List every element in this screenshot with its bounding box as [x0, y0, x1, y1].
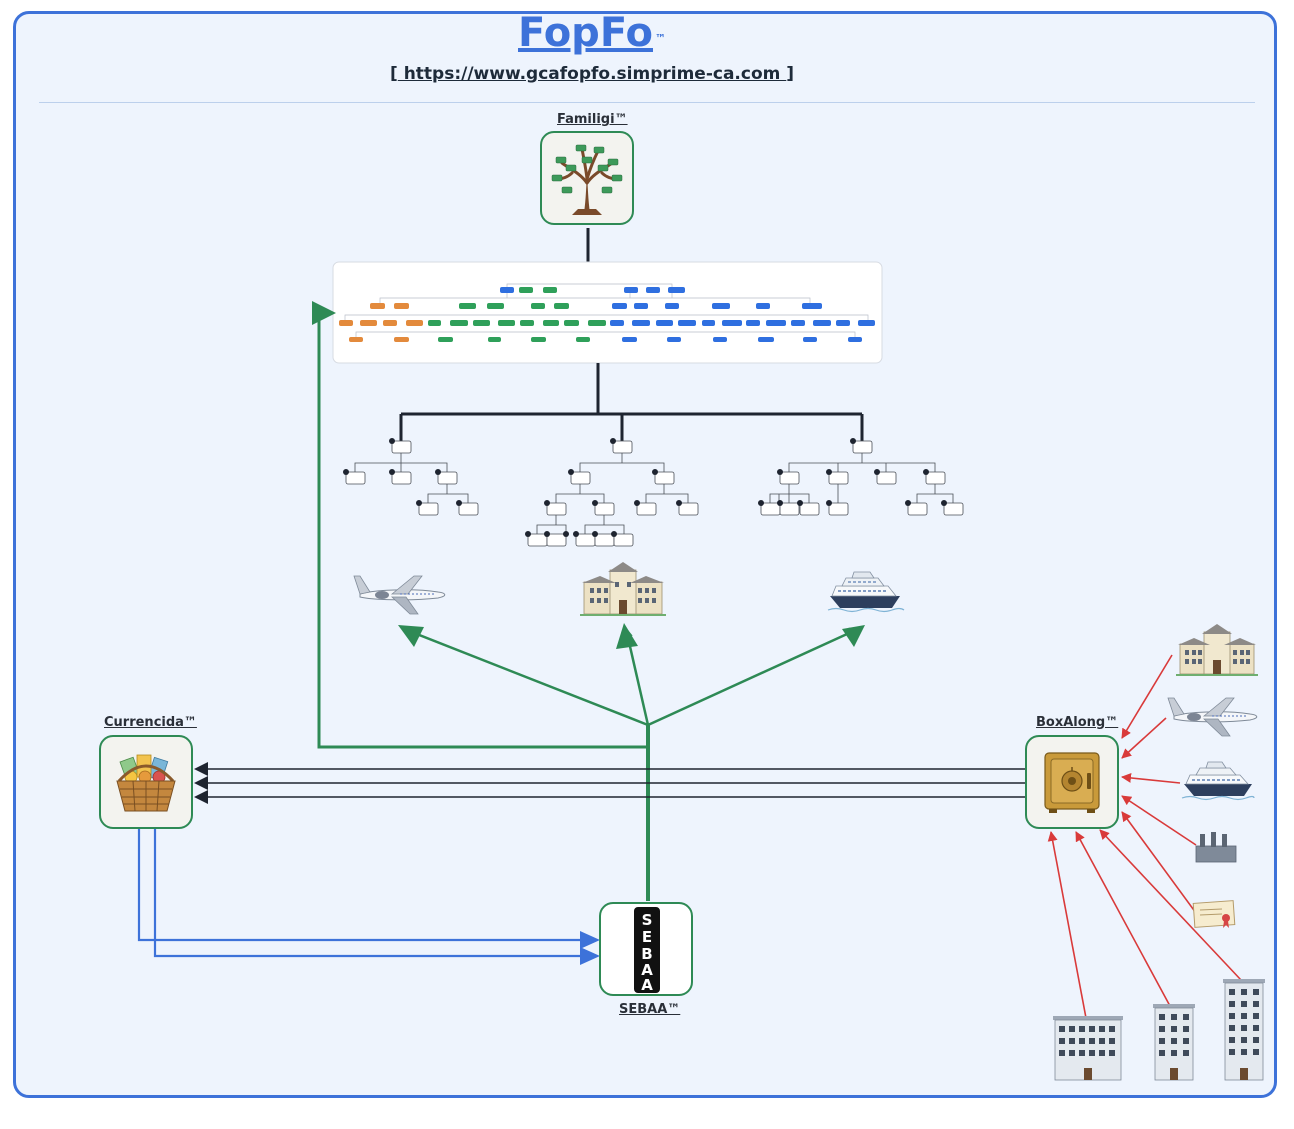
green-arrowheads	[398, 623, 865, 649]
tree-distribution-connector	[399, 363, 864, 441]
url-text[interactable]: https://www.gcafopfo.simprime-ca.com	[397, 64, 787, 84]
sebaa-logo-letter: B	[641, 945, 652, 963]
office-building-icon	[1223, 979, 1265, 1081]
office-building-icon	[1053, 1016, 1123, 1081]
sebaa-node[interactable]: S E B A A	[599, 902, 693, 996]
boxalong-label: BoxAlong™	[1036, 715, 1119, 730]
currencida-label: Currencida™	[104, 715, 197, 730]
sebaa-logo-letter: A	[641, 976, 653, 994]
airplane-icon	[1167, 697, 1258, 737]
yacht-icon	[827, 571, 905, 613]
yacht-icon	[1181, 761, 1255, 801]
url-close-bracket: ]	[786, 64, 795, 84]
sebaa-logo-letter: A	[641, 961, 653, 979]
header-divider	[39, 102, 1255, 103]
green-flow-arrows	[317, 318, 860, 901]
subtree-middle	[525, 438, 699, 547]
tree-input-arrowhead	[312, 301, 336, 325]
sebaa-logo-letter: S	[642, 911, 653, 929]
currency-basket-icon	[116, 754, 176, 812]
sebaa-logo-letter: E	[642, 928, 652, 946]
currencida-to-sebaa-flows	[137, 828, 584, 958]
mansion-icon	[580, 562, 666, 616]
blue-arrowheads	[580, 931, 600, 965]
certificate-icon	[1192, 900, 1236, 928]
subtree-right	[758, 438, 964, 516]
airplane-icon	[353, 575, 446, 615]
url-open-bracket: [	[390, 64, 398, 84]
title-trademark: ™	[655, 32, 666, 45]
mansion-icon	[1176, 624, 1258, 676]
black-arrowheads	[194, 762, 208, 804]
familigi-label: Familigi™	[557, 112, 628, 127]
sebaa-label: SEBAA™	[619, 1002, 681, 1017]
familigi-node[interactable]	[540, 131, 634, 225]
tree-green-branch	[428, 287, 606, 342]
boxalong-node[interactable]	[1025, 735, 1119, 829]
currencida-node[interactable]	[99, 735, 193, 829]
office-building-icon	[1153, 1004, 1195, 1081]
tree-blue-branch	[500, 287, 875, 342]
factory-icon	[1195, 832, 1237, 863]
tree-orange-branch	[339, 303, 423, 342]
family-tree-icon	[551, 144, 623, 215]
asset-inputs-to-boxalong	[1047, 654, 1242, 1019]
website-link[interactable]: [ https://www.gcafopfo.simprime-ca.com ]	[390, 62, 794, 86]
subtree-left	[343, 438, 479, 516]
family-tree-panel	[332, 261, 883, 364]
title-text: FopFo	[518, 10, 653, 56]
sebaa-logo-icon: S E B A A	[634, 907, 660, 994]
boxalong-to-currencida-flows	[205, 768, 1025, 798]
safe-icon	[1044, 752, 1100, 813]
